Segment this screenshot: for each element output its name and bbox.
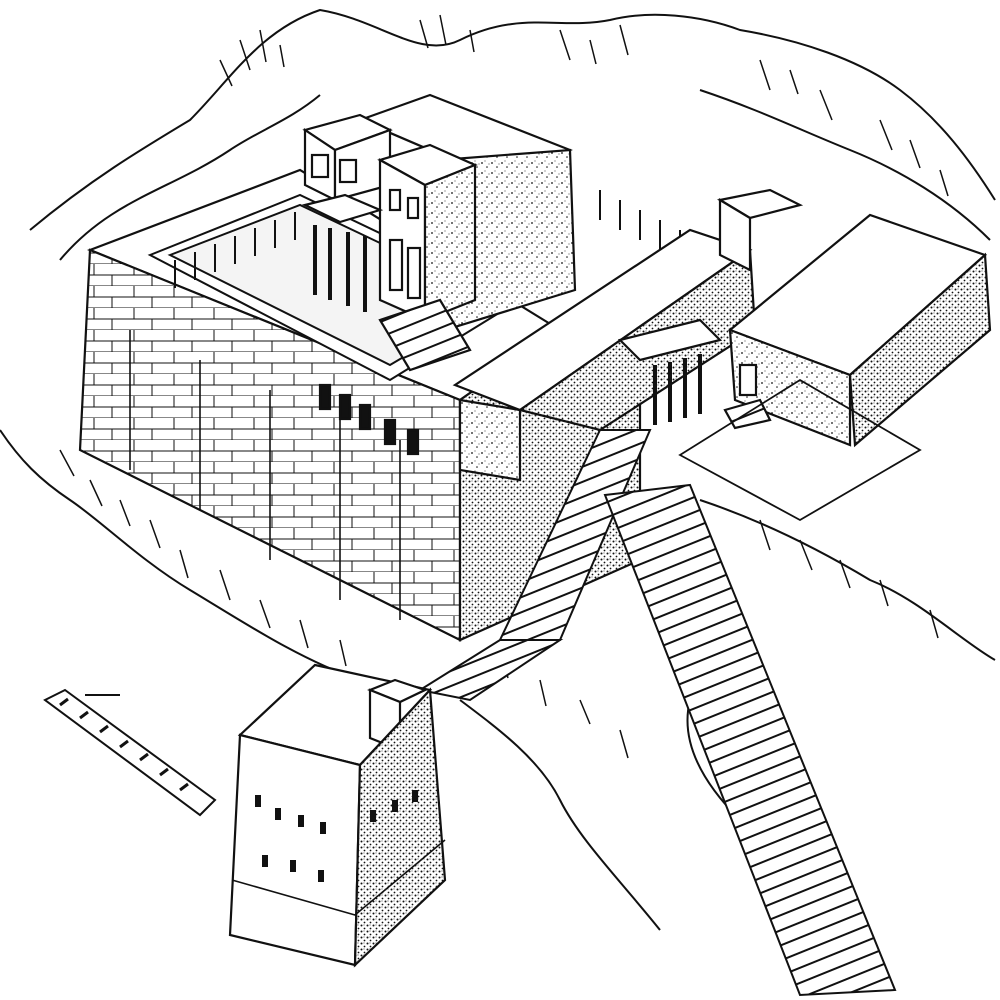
annex-building [678, 213, 992, 522]
tower [228, 663, 447, 968]
shrine-building [301, 93, 577, 372]
ladder [43, 688, 217, 817]
gallery-wing [452, 188, 804, 482]
stairways [417, 429, 897, 997]
